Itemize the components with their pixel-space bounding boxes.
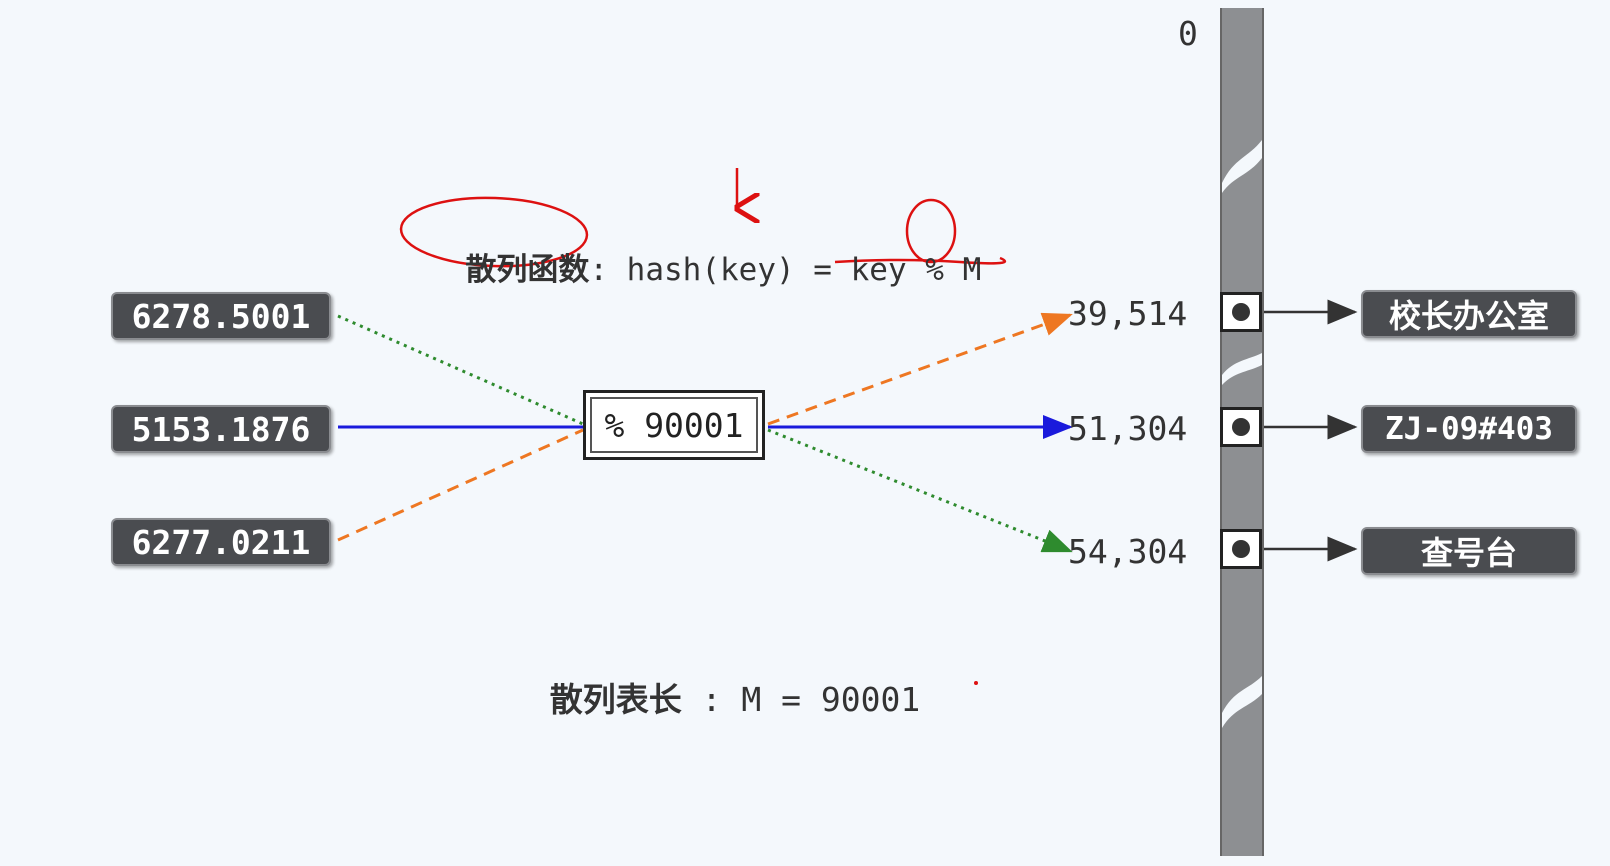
address-label-3: 54,304	[1068, 532, 1188, 571]
key-box-3: 6277.0211	[111, 518, 331, 566]
hash-function-separator: :	[589, 252, 608, 288]
table-length-expression: M = 90001	[741, 680, 921, 719]
annotation-dot	[974, 681, 978, 685]
annotation-circle-percent	[905, 198, 957, 264]
hash-function-label: 散列函数	[465, 252, 590, 288]
table-break-marks	[1222, 140, 1262, 728]
table-length-separator: :	[701, 680, 722, 719]
key-box-2: 5153.1876	[111, 405, 331, 453]
table-length-formula: 散列表长 : M = 90001	[510, 634, 920, 721]
table-slot-1[interactable]	[1220, 292, 1262, 332]
hash-function-expression: hash(key) = key % M	[626, 252, 982, 288]
value-box-2: ZJ-09#403	[1361, 405, 1577, 453]
hash-function-formula: 散列函数: hash(key) = key % M	[428, 208, 981, 289]
hash-function-box: % 90001	[583, 390, 765, 460]
address-label-1: 39,514	[1068, 294, 1188, 333]
key-box-1: 6278.5001	[111, 292, 331, 340]
annotation-underline	[834, 256, 1007, 265]
table-length-label: 散列表长	[549, 680, 682, 719]
address-label-2: 51,304	[1068, 409, 1188, 448]
table-slot-2[interactable]	[1220, 407, 1262, 447]
value-box-3: 查号台	[1361, 527, 1577, 575]
pointer-dot-icon	[1232, 418, 1250, 436]
annotation-circle-hash-label	[399, 196, 589, 268]
pointer-dot-icon	[1232, 303, 1250, 321]
line-hash-to-addr3	[767, 428, 1073, 553]
pointer-dot-icon	[1232, 540, 1250, 558]
table-slot-3[interactable]	[1220, 529, 1262, 569]
line-key1-to-hash	[337, 314, 584, 426]
line-hash-to-addr1	[767, 312, 1073, 426]
line-key3-to-hash	[337, 428, 584, 542]
value-box-1: 校长办公室	[1361, 290, 1577, 338]
table-top-index: 0	[1178, 14, 1198, 53]
